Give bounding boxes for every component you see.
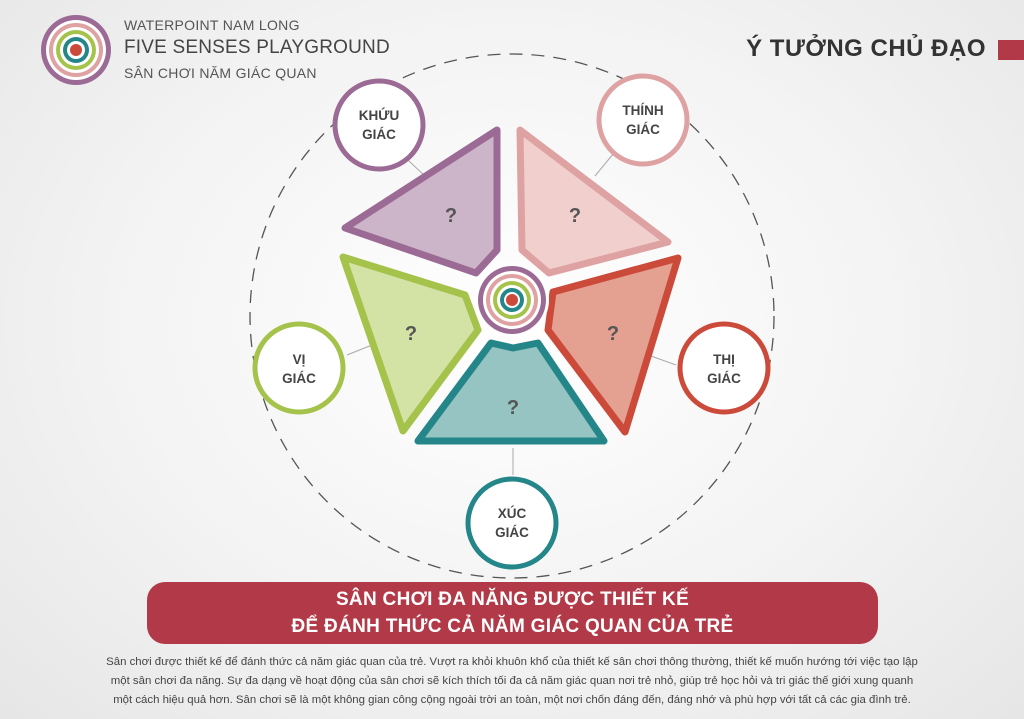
question-mark-sight: ? (607, 323, 619, 345)
center-emblem (475, 263, 549, 337)
node-touch-line2: GIÁC (495, 525, 529, 540)
logo-icon (41, 15, 111, 85)
node-smell[interactable]: KHỨU GIÁC (332, 78, 426, 172)
segment-touch[interactable] (414, 339, 608, 445)
segment-smell[interactable] (341, 126, 501, 277)
project-title: FIVE SENSES PLAYGROUND (124, 37, 390, 58)
description-line-2: một sân chơi đa năng. Sự đa dạng về hoạt… (110, 675, 914, 687)
node-hearing-line2: GIÁC (626, 122, 660, 137)
node-taste-line2: GIÁC (282, 371, 316, 386)
project-name: WATERPOINT NAM LONG (124, 17, 300, 33)
node-hearing[interactable]: THÍNH GIÁC (596, 73, 690, 167)
question-mark-smell: ? (445, 205, 457, 227)
banner-line-1: SÂN CHƠI ĐA NĂNG ĐƯỢC THIẾT KẾ (335, 589, 690, 610)
banner-line-2: ĐỂ ĐÁNH THỨC CẢ NĂM GIÁC QUAN CỦA TRẺ (291, 616, 734, 637)
node-smell-line2: GIÁC (362, 127, 396, 142)
node-sight-line1: THỊ (713, 352, 735, 367)
description-paragraph: Sân chơi được thiết kế để đánh thức cả n… (60, 653, 964, 710)
brand-block: WATERPOINT NAM LONG FIVE SENSES PLAYGROU… (124, 17, 390, 81)
description-line-3: một cách hiệu quả hơn. Sân chơi sẽ là mộ… (113, 694, 911, 706)
section-accent-bar (998, 40, 1024, 60)
segment-taste[interactable] (339, 253, 482, 435)
project-subtitle: SÂN CHƠI NĂM GIÁC QUAN (124, 65, 317, 81)
question-mark-taste: ? (405, 323, 417, 345)
node-taste-line1: VỊ (293, 352, 306, 367)
headline-banner: SÂN CHƠI ĐA NĂNG ĐƯỢC THIẾT KẾ ĐỂ ĐÁNH T… (147, 582, 878, 644)
section-title: Ý TƯỞNG CHỦ ĐẠO (746, 35, 986, 62)
node-sight[interactable]: THỊ GIÁC (677, 321, 771, 415)
node-smell-line1: KHỨU (359, 108, 399, 123)
node-hearing-line1: THÍNH (622, 103, 663, 118)
question-mark-touch: ? (507, 397, 519, 419)
segment-sight[interactable] (544, 254, 682, 436)
orbit-ring (249, 53, 775, 579)
segment-hearing[interactable] (516, 126, 672, 277)
node-touch-line1: XÚC (498, 506, 527, 521)
node-sight-line2: GIÁC (707, 371, 741, 386)
node-touch[interactable]: XÚC GIÁC (465, 476, 559, 570)
question-mark-hearing: ? (569, 205, 581, 227)
node-taste[interactable]: VỊ GIÁC (252, 321, 346, 415)
description-line-1: Sân chơi được thiết kế để đánh thức cả n… (106, 656, 918, 668)
